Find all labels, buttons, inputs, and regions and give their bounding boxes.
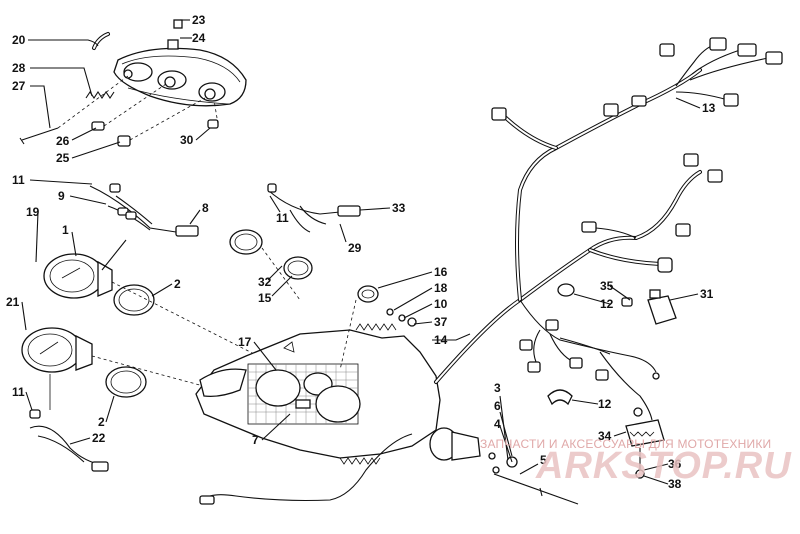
callout-12-lower: 12 xyxy=(598,397,612,411)
callout-19: 19 xyxy=(26,205,40,219)
callout-14: 14 xyxy=(434,333,448,347)
callout-34: 34 xyxy=(598,429,612,443)
callout-32: 32 xyxy=(258,275,272,289)
adjuster-spring-part xyxy=(85,91,115,99)
callout-18: 18 xyxy=(434,281,448,295)
speedo-cable-group xyxy=(199,427,579,505)
callout-35: 35 xyxy=(600,279,614,293)
main-harness-group xyxy=(434,37,783,479)
callout-11-mid: 11 xyxy=(276,211,289,225)
callout-2-lower: 2 xyxy=(98,415,105,429)
left-gauges-group xyxy=(21,183,271,472)
callout-12-upper: 12 xyxy=(600,297,614,311)
small-gauge-ring-part xyxy=(283,256,313,280)
gauge-connector-part xyxy=(175,225,199,237)
callout-17: 17 xyxy=(238,335,252,349)
dash-panel-group xyxy=(195,323,441,465)
adjuster-screw-part xyxy=(21,127,59,141)
callout-11-top: 11 xyxy=(12,173,25,187)
callout-25: 25 xyxy=(56,151,70,165)
callout-33: 33 xyxy=(392,201,406,215)
bulb-part xyxy=(207,119,219,129)
callout-21: 21 xyxy=(6,295,20,309)
callout-36: 36 xyxy=(668,457,682,471)
callout-29: 29 xyxy=(348,241,362,255)
callout-8: 8 xyxy=(202,201,209,215)
watermark-logo: ARKSTOP.RU xyxy=(536,445,792,487)
callout-1: 1 xyxy=(62,223,69,237)
callout-7: 7 xyxy=(252,433,259,447)
gauge-ring-upper-part xyxy=(113,284,155,316)
callout-28: 28 xyxy=(12,61,26,75)
callout-38: 38 xyxy=(668,477,682,491)
callout-27: 27 xyxy=(12,79,26,93)
trim-strip-part xyxy=(92,32,110,50)
harness-connector-part xyxy=(91,461,109,472)
grommet-group xyxy=(339,285,417,371)
callout-15: 15 xyxy=(258,291,272,305)
small-connector-part xyxy=(337,205,361,217)
tachometer-part xyxy=(21,327,83,373)
callout-22: 22 xyxy=(92,431,106,445)
headlight-assembly xyxy=(19,19,247,147)
callout-37: 37 xyxy=(434,315,448,329)
speedometer-part xyxy=(43,253,105,299)
small-clip-part xyxy=(173,19,183,29)
callout-30: 30 xyxy=(180,133,194,147)
callout-16: 16 xyxy=(434,265,448,279)
callout-6: 6 xyxy=(494,399,501,413)
callout-5: 5 xyxy=(540,453,547,467)
relay-part xyxy=(647,295,677,325)
callout-26: 26 xyxy=(56,134,70,148)
small-gauge-part xyxy=(229,229,263,255)
lamp-socket-part xyxy=(117,135,131,147)
watermark-tagline: ЗАПЧАСТИ И АКСЕССУАРЫ ДЛЯ МОТОТЕХНИКИ xyxy=(480,437,772,451)
headlight-clip-part xyxy=(167,39,179,50)
callout-4: 4 xyxy=(494,417,501,431)
grommet-part xyxy=(357,285,379,303)
callout-9: 9 xyxy=(58,189,65,203)
callout-3: 3 xyxy=(494,381,501,395)
cable-shaft-part xyxy=(493,473,579,505)
callout-31: 31 xyxy=(700,287,714,301)
leader-lines xyxy=(21,19,701,485)
callout-10: 10 xyxy=(434,297,448,311)
callout-13: 13 xyxy=(702,101,716,115)
callout-11-left: 11 xyxy=(12,385,25,399)
callout-2-upper: 2 xyxy=(174,277,181,291)
gauge-ring-lower-part xyxy=(105,366,147,398)
callout-23: 23 xyxy=(192,13,206,27)
callout-labels: 20 23 24 28 27 26 25 30 11 9 8 19 1 2 21… xyxy=(6,13,716,491)
callout-24: 24 xyxy=(192,31,206,45)
callout-20: 20 xyxy=(12,33,26,47)
center-gauge-group xyxy=(229,183,361,301)
